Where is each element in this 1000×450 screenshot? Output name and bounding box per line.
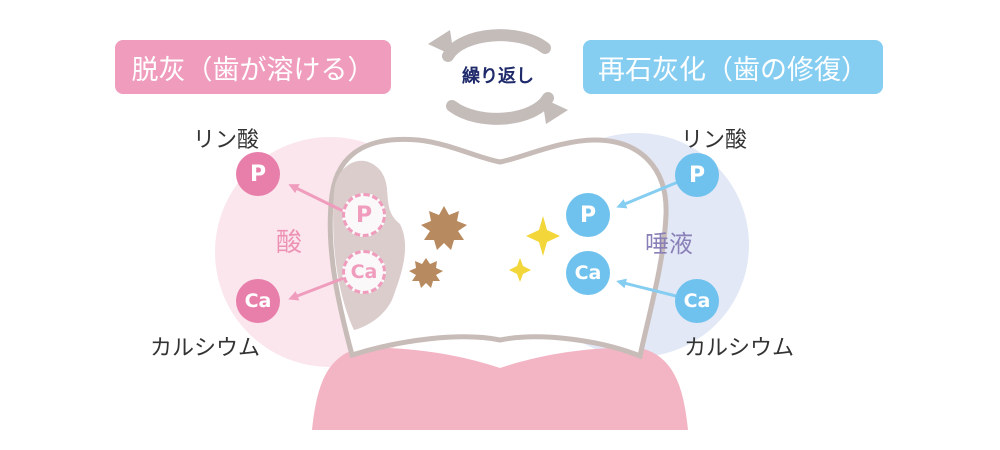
phosphate-ion-restored: P <box>566 193 610 237</box>
ion-symbol: Ca <box>574 262 602 284</box>
phosphate-ion-vacancy: P <box>342 193 386 237</box>
phosphate-ion-saliva: P <box>675 153 719 197</box>
calcium-label-right: カルシウム <box>684 336 795 361</box>
ion-symbol: Ca <box>350 261 378 283</box>
calcium-ion-vacancy: Ca <box>342 250 386 294</box>
saliva-label: 唾液 <box>645 230 693 258</box>
demineralization-label: 脱灰（歯が溶ける） <box>115 40 391 94</box>
arrow-p-release <box>288 184 344 213</box>
calcium-ion-restored: Ca <box>566 251 610 295</box>
cycle-arrowhead-bottom <box>542 98 568 124</box>
ion-symbol: Ca <box>683 290 711 312</box>
ion-symbol: P <box>355 202 373 228</box>
ion-symbol: P <box>688 162 706 188</box>
repeat-label: 繰り返し <box>462 66 534 87</box>
cycle-arrowhead-top <box>428 30 454 56</box>
cycle-arrows-icon <box>442 29 554 125</box>
stain-star-icon <box>421 206 467 250</box>
sparkle-icon <box>526 216 560 256</box>
arrow-p-uptake <box>616 180 679 209</box>
stain-star-icon-small <box>409 258 443 288</box>
sparkle-icon-small <box>509 258 531 282</box>
phosphate-label-right: リン酸 <box>681 128 748 153</box>
arrow-ca-release <box>288 276 345 301</box>
ion-symbol: Ca <box>244 290 272 312</box>
calcium-ion-released: Ca <box>236 279 280 323</box>
phosphate-ion-released: P <box>236 152 280 196</box>
acid-label: 酸 <box>276 228 303 258</box>
demineralization-text: 脱灰（歯が溶ける） <box>131 54 375 86</box>
calcium-label-left: カルシウム <box>150 336 261 361</box>
remineralization-text: 再石灰化（歯の修復） <box>598 54 868 86</box>
ion-symbol: P <box>249 161 267 187</box>
arrow-ca-uptake <box>616 278 677 298</box>
phosphate-label-left: リン酸 <box>193 128 260 153</box>
calcium-ion-saliva: Ca <box>675 279 719 323</box>
remineralization-label: 再石灰化（歯の修復） <box>583 40 883 94</box>
ion-symbol: P <box>579 202 597 228</box>
gum <box>312 347 688 430</box>
